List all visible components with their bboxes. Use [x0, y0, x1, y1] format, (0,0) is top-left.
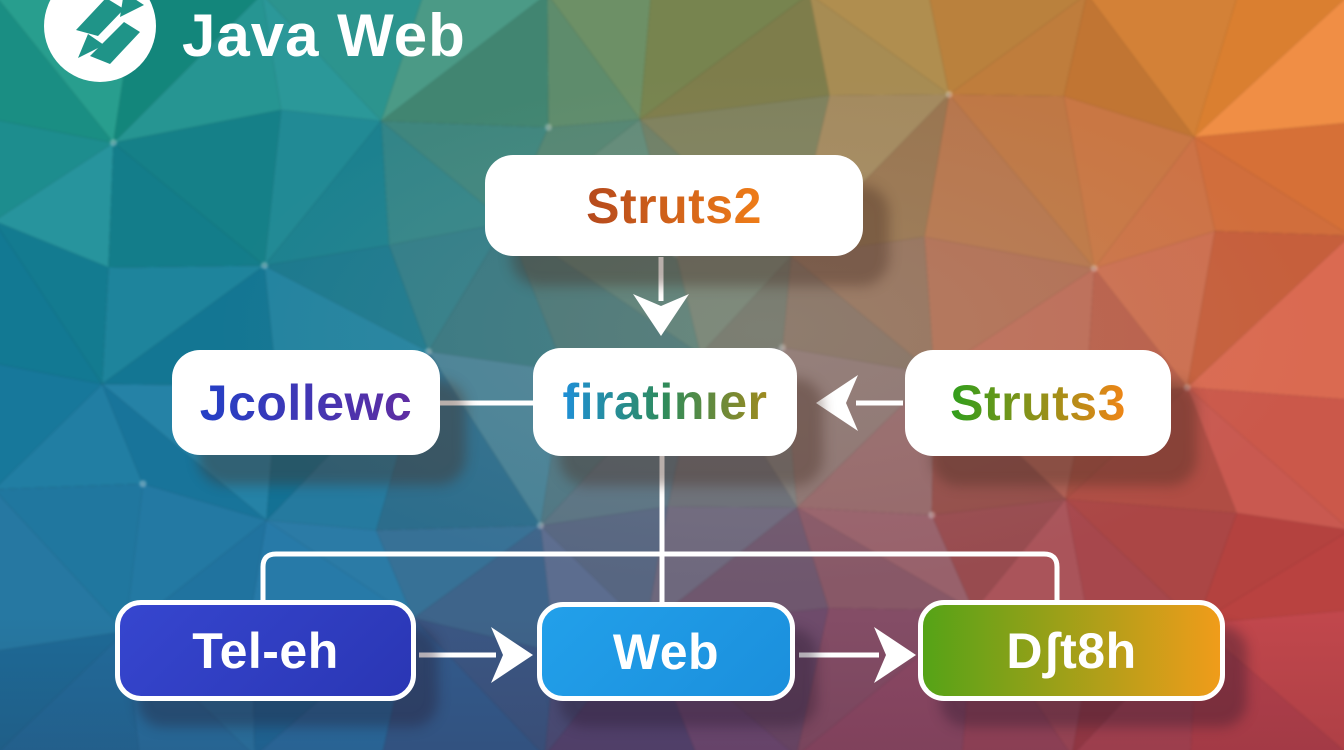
node-djt8h: Dʃt8h [918, 600, 1225, 701]
node-djt8h-label: Dʃt8h [1006, 622, 1137, 679]
node-web: Web [537, 602, 795, 701]
node-firatinier-label: firatinıer [562, 374, 768, 430]
page-title: Java Web [182, 2, 466, 69]
node-struts3: Struts3 [905, 350, 1171, 456]
interlocked-arrows-icon [44, 0, 156, 82]
node-jcollewc-label: Jcollewc [199, 374, 413, 431]
node-struts2: Struts2 [485, 155, 863, 256]
node-teleh: Tel-eh [115, 600, 416, 701]
java-web-logo-icon [44, 0, 156, 82]
node-web-label: Web [612, 623, 720, 680]
node-struts3-label: Struts3 [950, 375, 1126, 431]
node-jcollewc: Jcollewc [172, 350, 440, 455]
node-struts2-label: Struts2 [586, 177, 762, 234]
node-teleh-label: Tel-eh [192, 622, 339, 679]
node-firatinier: firatinıer [533, 348, 797, 456]
